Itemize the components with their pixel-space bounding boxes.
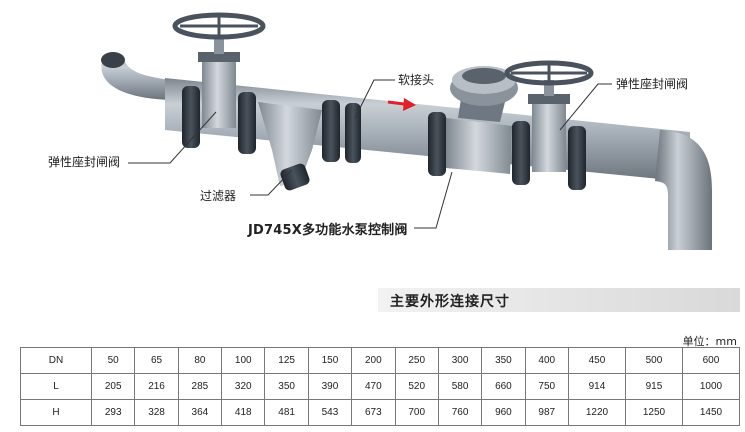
flow-arrow (387, 98, 416, 111)
table-cell: 400 (524, 347, 569, 374)
row-header: H (20, 399, 92, 426)
table-cell: 285 (177, 373, 223, 400)
label-gate-valve-left: 弹性座封闸阀 (48, 155, 121, 169)
section-title-text: 主要外形连接尺寸 (390, 294, 510, 310)
unit-label: 单位：mm (682, 335, 737, 348)
label-filter: 过滤器 (200, 189, 237, 203)
leader-lines (128, 79, 612, 229)
table-cell: 205 (90, 373, 136, 400)
label-soft-joint: 软接头 (398, 73, 435, 87)
left-gate-valve (172, 12, 266, 128)
table-cell: 350 (264, 373, 309, 400)
table-cell: 481 (264, 399, 309, 426)
table-cell: 750 (524, 373, 569, 400)
table-cell: 700 (394, 399, 439, 426)
table-cell: 65 (134, 347, 179, 374)
table-cell: 216 (134, 373, 179, 400)
table-cell: 760 (437, 399, 483, 426)
section-title: 主要外形连接尺寸 (378, 288, 740, 312)
table-cell: 50 (90, 347, 136, 374)
table-cell: 200 (351, 347, 396, 374)
table-cell: 580 (437, 373, 483, 400)
table-cell: 328 (134, 399, 179, 426)
row-header: DN (20, 347, 92, 374)
table-cell: 987 (524, 399, 569, 426)
table-cell: 364 (177, 399, 223, 426)
table-cell: 250 (394, 347, 439, 374)
table-cell: 293 (90, 399, 136, 426)
table-cell: 390 (307, 373, 353, 400)
left-elbow (101, 52, 172, 100)
table-cell: 1250 (624, 399, 683, 426)
table-cell: 520 (394, 373, 439, 400)
right-gate-valve (504, 60, 594, 172)
label-gate-valve-right: 弹性座封闸阀 (616, 77, 689, 91)
table-cell: 350 (481, 347, 526, 374)
table-cell: 915 (624, 373, 683, 400)
table-cell: 500 (624, 347, 683, 374)
table-cell: 100 (221, 347, 266, 374)
flanges (182, 86, 586, 190)
pipeline-illustration (101, 12, 712, 250)
table-cell: 450 (567, 347, 626, 374)
label-control-valve: JD745X多功能水泵控制阀 (248, 223, 408, 238)
table-cell: 125 (264, 347, 309, 374)
table-cell: 543 (307, 399, 353, 426)
table-cell: 470 (351, 373, 396, 400)
table-cell: 1000 (681, 373, 741, 400)
table-cell: 960 (481, 399, 526, 426)
table-cell: 80 (177, 347, 223, 374)
table-cell: 1220 (567, 399, 626, 426)
table-cell: 320 (221, 373, 266, 400)
row-header: L (20, 373, 92, 400)
table-cell: 660 (481, 373, 526, 400)
table-cell: 300 (437, 347, 483, 374)
table-cell: 1450 (681, 399, 741, 426)
filter-strainer (258, 102, 322, 191)
table-cell: 673 (351, 399, 396, 426)
table-cell: 914 (567, 373, 626, 400)
table-cell: 150 (307, 347, 353, 374)
table-cell: 418 (221, 399, 266, 426)
table-cell: 600 (681, 347, 741, 374)
right-elbow (655, 130, 712, 250)
control-valve (446, 66, 518, 174)
